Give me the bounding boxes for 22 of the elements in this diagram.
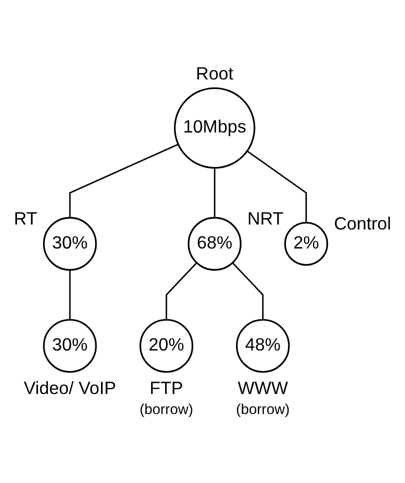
node-caption: Root — [196, 64, 234, 84]
node-caption: NRT — [247, 208, 284, 229]
node-circle: 30% — [43, 319, 97, 374]
node-caption: RT — [14, 208, 38, 229]
node-circle: 10Mbps — [174, 88, 256, 170]
node-caption: WWW — [238, 378, 288, 398]
connector — [69, 144, 179, 218]
node-caption: (borrow) — [236, 402, 290, 418]
node-circle: 20% — [140, 319, 194, 374]
node-caption: Video/ VoIP — [24, 378, 116, 398]
connector — [214, 168, 216, 218]
node-caption: Control — [334, 214, 392, 234]
node-circle: 2% — [284, 222, 328, 266]
node-caption: FTP — [150, 378, 184, 398]
node-circle: 48% — [236, 319, 290, 374]
node-circle: 68% — [188, 217, 242, 272]
node-caption: (borrow) — [140, 402, 194, 418]
connector — [69, 270, 71, 320]
connector — [232, 262, 264, 320]
connector — [246, 150, 307, 224]
node-circle: 30% — [43, 217, 97, 272]
connector — [166, 262, 198, 320]
